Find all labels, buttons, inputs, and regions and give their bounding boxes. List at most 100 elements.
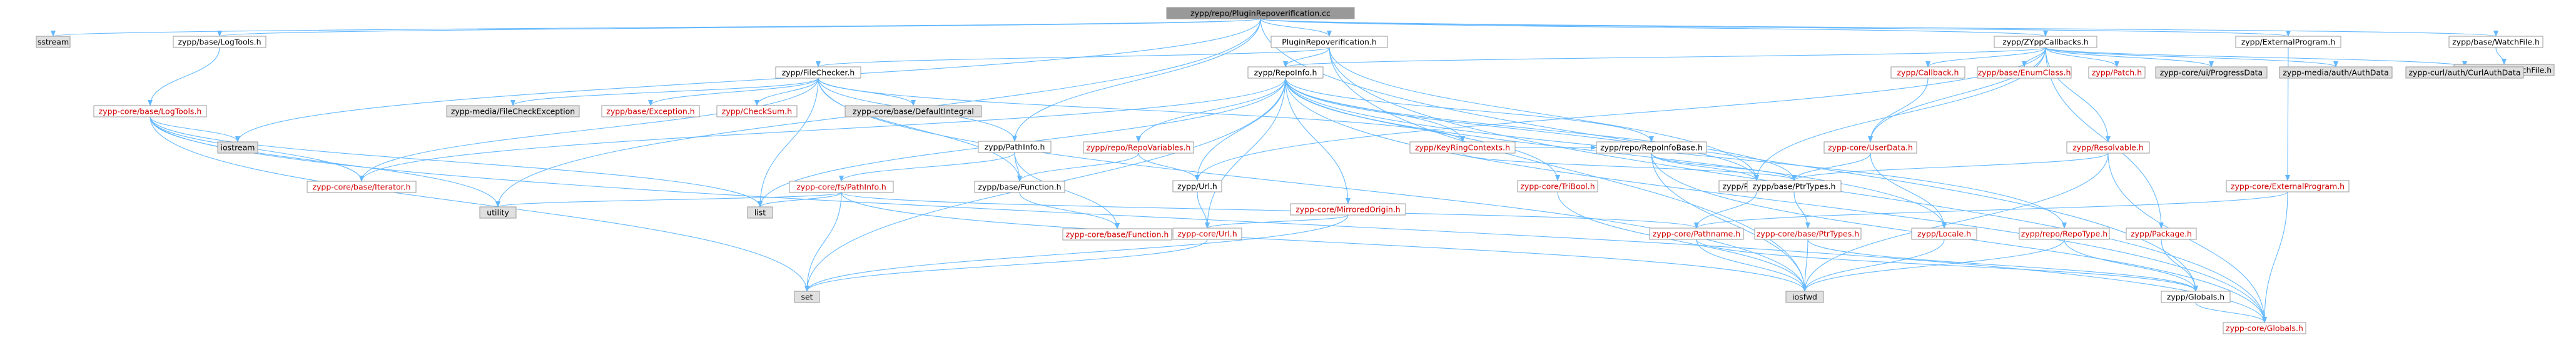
node-box <box>1994 36 2097 48</box>
node-label: zypp-core/ui/ProgressData <box>2160 68 2263 78</box>
node-watchfile[interactable]: zypp/base/WatchFile.h <box>2448 36 2543 48</box>
edge-root-to-zyppcallback <box>1260 18 2048 37</box>
node-box <box>1823 141 1917 154</box>
node-label: zypp-core/TriBool.h <box>1520 182 1595 191</box>
node-corepathname[interactable]: zypp-core/Pathname.h <box>1649 228 1744 240</box>
node-corefunction[interactable]: zypp-core/base/Function.h <box>1062 228 1172 241</box>
node-box <box>1062 228 1172 241</box>
header-nodes: zypp/repo/PluginRepoverification.ccsstre… <box>36 7 2555 334</box>
edge-root-to-iostream <box>235 18 1261 142</box>
node-box <box>844 105 982 118</box>
node-root[interactable]: zypp/repo/PluginRepoverification.cc <box>1166 7 1355 19</box>
node-corelogtools[interactable]: zypp-core/base/LogTools.h <box>93 105 207 118</box>
node-label: set <box>801 292 813 302</box>
edge-zyppcallback-to-progressdata <box>2045 47 2214 68</box>
edge-repoinfo-to-repoinfobase <box>1285 78 1654 142</box>
edge-zyppcallback-to-authdata <box>2045 47 2338 68</box>
node-logtools1[interactable]: zypp/base/LogTools.h <box>173 36 266 48</box>
edge-filechecker-to-filecheckexc <box>510 78 819 106</box>
node-enumclass[interactable]: zypp/base/EnumClass.h <box>1977 66 2072 79</box>
node-repoinfobase[interactable]: zypp/repo/RepoInfoBase.h <box>1596 141 1707 154</box>
node-label: zypp-core/UserData.h <box>1828 143 1913 152</box>
edge-filechecker-to-iterator <box>359 78 819 182</box>
node-fspathinfo[interactable]: zypp-core/fs/PathInfo.h <box>789 181 894 193</box>
node-box <box>2066 141 2150 154</box>
edge-userdata-to-ptrtypes <box>1792 152 1871 181</box>
edge-zyppcallback-to-enumclass <box>2022 47 2046 68</box>
node-box <box>2223 322 2306 334</box>
edge-mirroredorigin-to-set <box>804 214 1349 292</box>
node-iterator[interactable]: zypp-core/base/Iterator.h <box>307 181 417 193</box>
edge-coreextprog-to-corepathname <box>1694 191 2288 229</box>
node-label: PluginRepoverification.h <box>1282 38 1377 47</box>
node-box <box>1911 228 1977 240</box>
node-label: zypp/base/Function.h <box>978 182 1061 192</box>
edge-corelogtools-to-utility <box>150 116 500 208</box>
edge-callback-to-userdata <box>1868 78 1929 142</box>
edge-watchfile-to-corewatchfile <box>2495 47 2507 65</box>
node-box <box>1172 180 1222 192</box>
node-label: zypp-core/MirroredOrigin.h <box>1296 205 1400 214</box>
edge-repoinfo-to-iterator <box>359 78 1286 182</box>
node-callback[interactable]: zypp/Callback.h <box>1890 66 1965 79</box>
node-locale[interactable]: zypp/Locale.h <box>1911 228 1977 240</box>
edge-mirroredorigin-to-coreurl <box>1205 214 1349 229</box>
node-extprog[interactable]: zypp/ExternalProgram.h <box>2235 36 2341 48</box>
edge-pathname-to-corepathname <box>1694 191 1757 229</box>
node-label: zypp/ExternalProgram.h <box>2241 38 2336 47</box>
node-box <box>789 181 894 193</box>
node-package[interactable]: zypp/Package.h <box>2126 228 2197 240</box>
node-label: zypp/PathInfo.h <box>985 142 1045 152</box>
node-globals[interactable]: zypp/Globals.h <box>2161 291 2231 303</box>
node-ptrtypes[interactable]: zypp/base/PtrTypes.h <box>1747 180 1842 192</box>
node-label: zypp/base/LogTools.h <box>178 38 261 47</box>
node-resolvable[interactable]: zypp/Resolvable.h <box>2066 141 2150 154</box>
edge-zyppcallback-to-callback <box>1925 47 2046 68</box>
edge-root-to-globals <box>1260 18 2198 292</box>
node-basefunction[interactable]: zypp/base/Function.h <box>974 181 1065 193</box>
edge-repotype-to-globals <box>2064 239 2198 292</box>
node-coreurl[interactable]: zypp-core/Url.h <box>1172 228 1242 240</box>
edge-corelogtools-to-iostream <box>150 116 240 142</box>
node-filechecker[interactable]: zypp/FileChecker.h <box>775 66 861 79</box>
edge-repovariables-to-basefunction <box>1017 152 1139 182</box>
node-coreptrtypes[interactable]: zypp-core/base/PtrTypes.h <box>1754 228 1862 240</box>
node-repotype[interactable]: zypp/repo/RepoType.h <box>2019 228 2110 240</box>
edge-resolvable-to-ptrtypes <box>1792 152 2109 181</box>
node-pluginrepo[interactable]: PluginRepoverification.h <box>1270 36 1388 48</box>
edge-repoinfo-to-coreurl <box>1205 78 1286 229</box>
node-urlh[interactable]: zypp/Url.h <box>1172 180 1222 192</box>
node-coreextprog[interactable]: zypp-core/ExternalProgram.h <box>2226 180 2350 192</box>
edge-repoinfo-to-mirroredorigin <box>1285 78 1351 204</box>
node-pathinfo[interactable]: zypp/PathInfo.h <box>978 141 1052 153</box>
edge-coreptrtypes-to-globals <box>1807 239 2198 292</box>
node-box <box>217 141 258 154</box>
node-repovariables[interactable]: zypp/repo/RepoVariables.h <box>1083 141 1194 154</box>
node-checksum[interactable]: zypp/CheckSum.h <box>716 105 798 118</box>
edge-repoinfobase-to-pathname <box>1651 152 1759 181</box>
edge-repoinfobase-to-ptrtypes <box>1651 152 1797 181</box>
node-tribool[interactable]: zypp-core/TriBool.h <box>1517 180 1598 192</box>
node-userdata[interactable]: zypp-core/UserData.h <box>1823 141 1917 154</box>
edge-pluginrepo-to-filechecker <box>816 47 1330 68</box>
edge-zyppcallback-to-resolvable <box>2045 47 2111 142</box>
edge-resolvable-to-iosfwd <box>1802 152 2109 292</box>
node-label: zypp-core/Url.h <box>1177 229 1237 239</box>
node-box <box>2019 228 2110 240</box>
node-baseexception[interactable]: zypp/base/Exception.h <box>601 105 700 118</box>
edge-corepathname-to-globals <box>1696 239 2198 292</box>
node-keyring[interactable]: zypp/KeyRingContexts.h <box>1409 141 1516 154</box>
node-zyppcallback[interactable]: zypp/ZYppCallbacks.h <box>1994 36 2097 48</box>
edge-zyppcallback-to-patch <box>2045 47 2119 68</box>
node-box <box>1517 180 1598 192</box>
node-repoinfo[interactable]: zypp/RepoInfo.h <box>1247 66 1324 79</box>
node-defaultintegral: zypp-core/base/DefaultIntegral <box>844 105 982 118</box>
node-box <box>1166 7 1355 19</box>
node-label: zypp-core/base/LogTools.h <box>99 107 202 116</box>
edge-fspathinfo-to-iosfwd <box>841 192 1807 292</box>
edge-filechecker-to-list <box>758 78 819 208</box>
node-mirroredorigin[interactable]: zypp-core/MirroredOrigin.h <box>1290 203 1406 216</box>
node-label: zypp/repo/PluginRepoverification.cc <box>1190 9 1331 18</box>
node-patch[interactable]: zypp/Patch.h <box>2088 66 2146 79</box>
node-coreglobals[interactable]: zypp-core/Globals.h <box>2223 322 2306 334</box>
